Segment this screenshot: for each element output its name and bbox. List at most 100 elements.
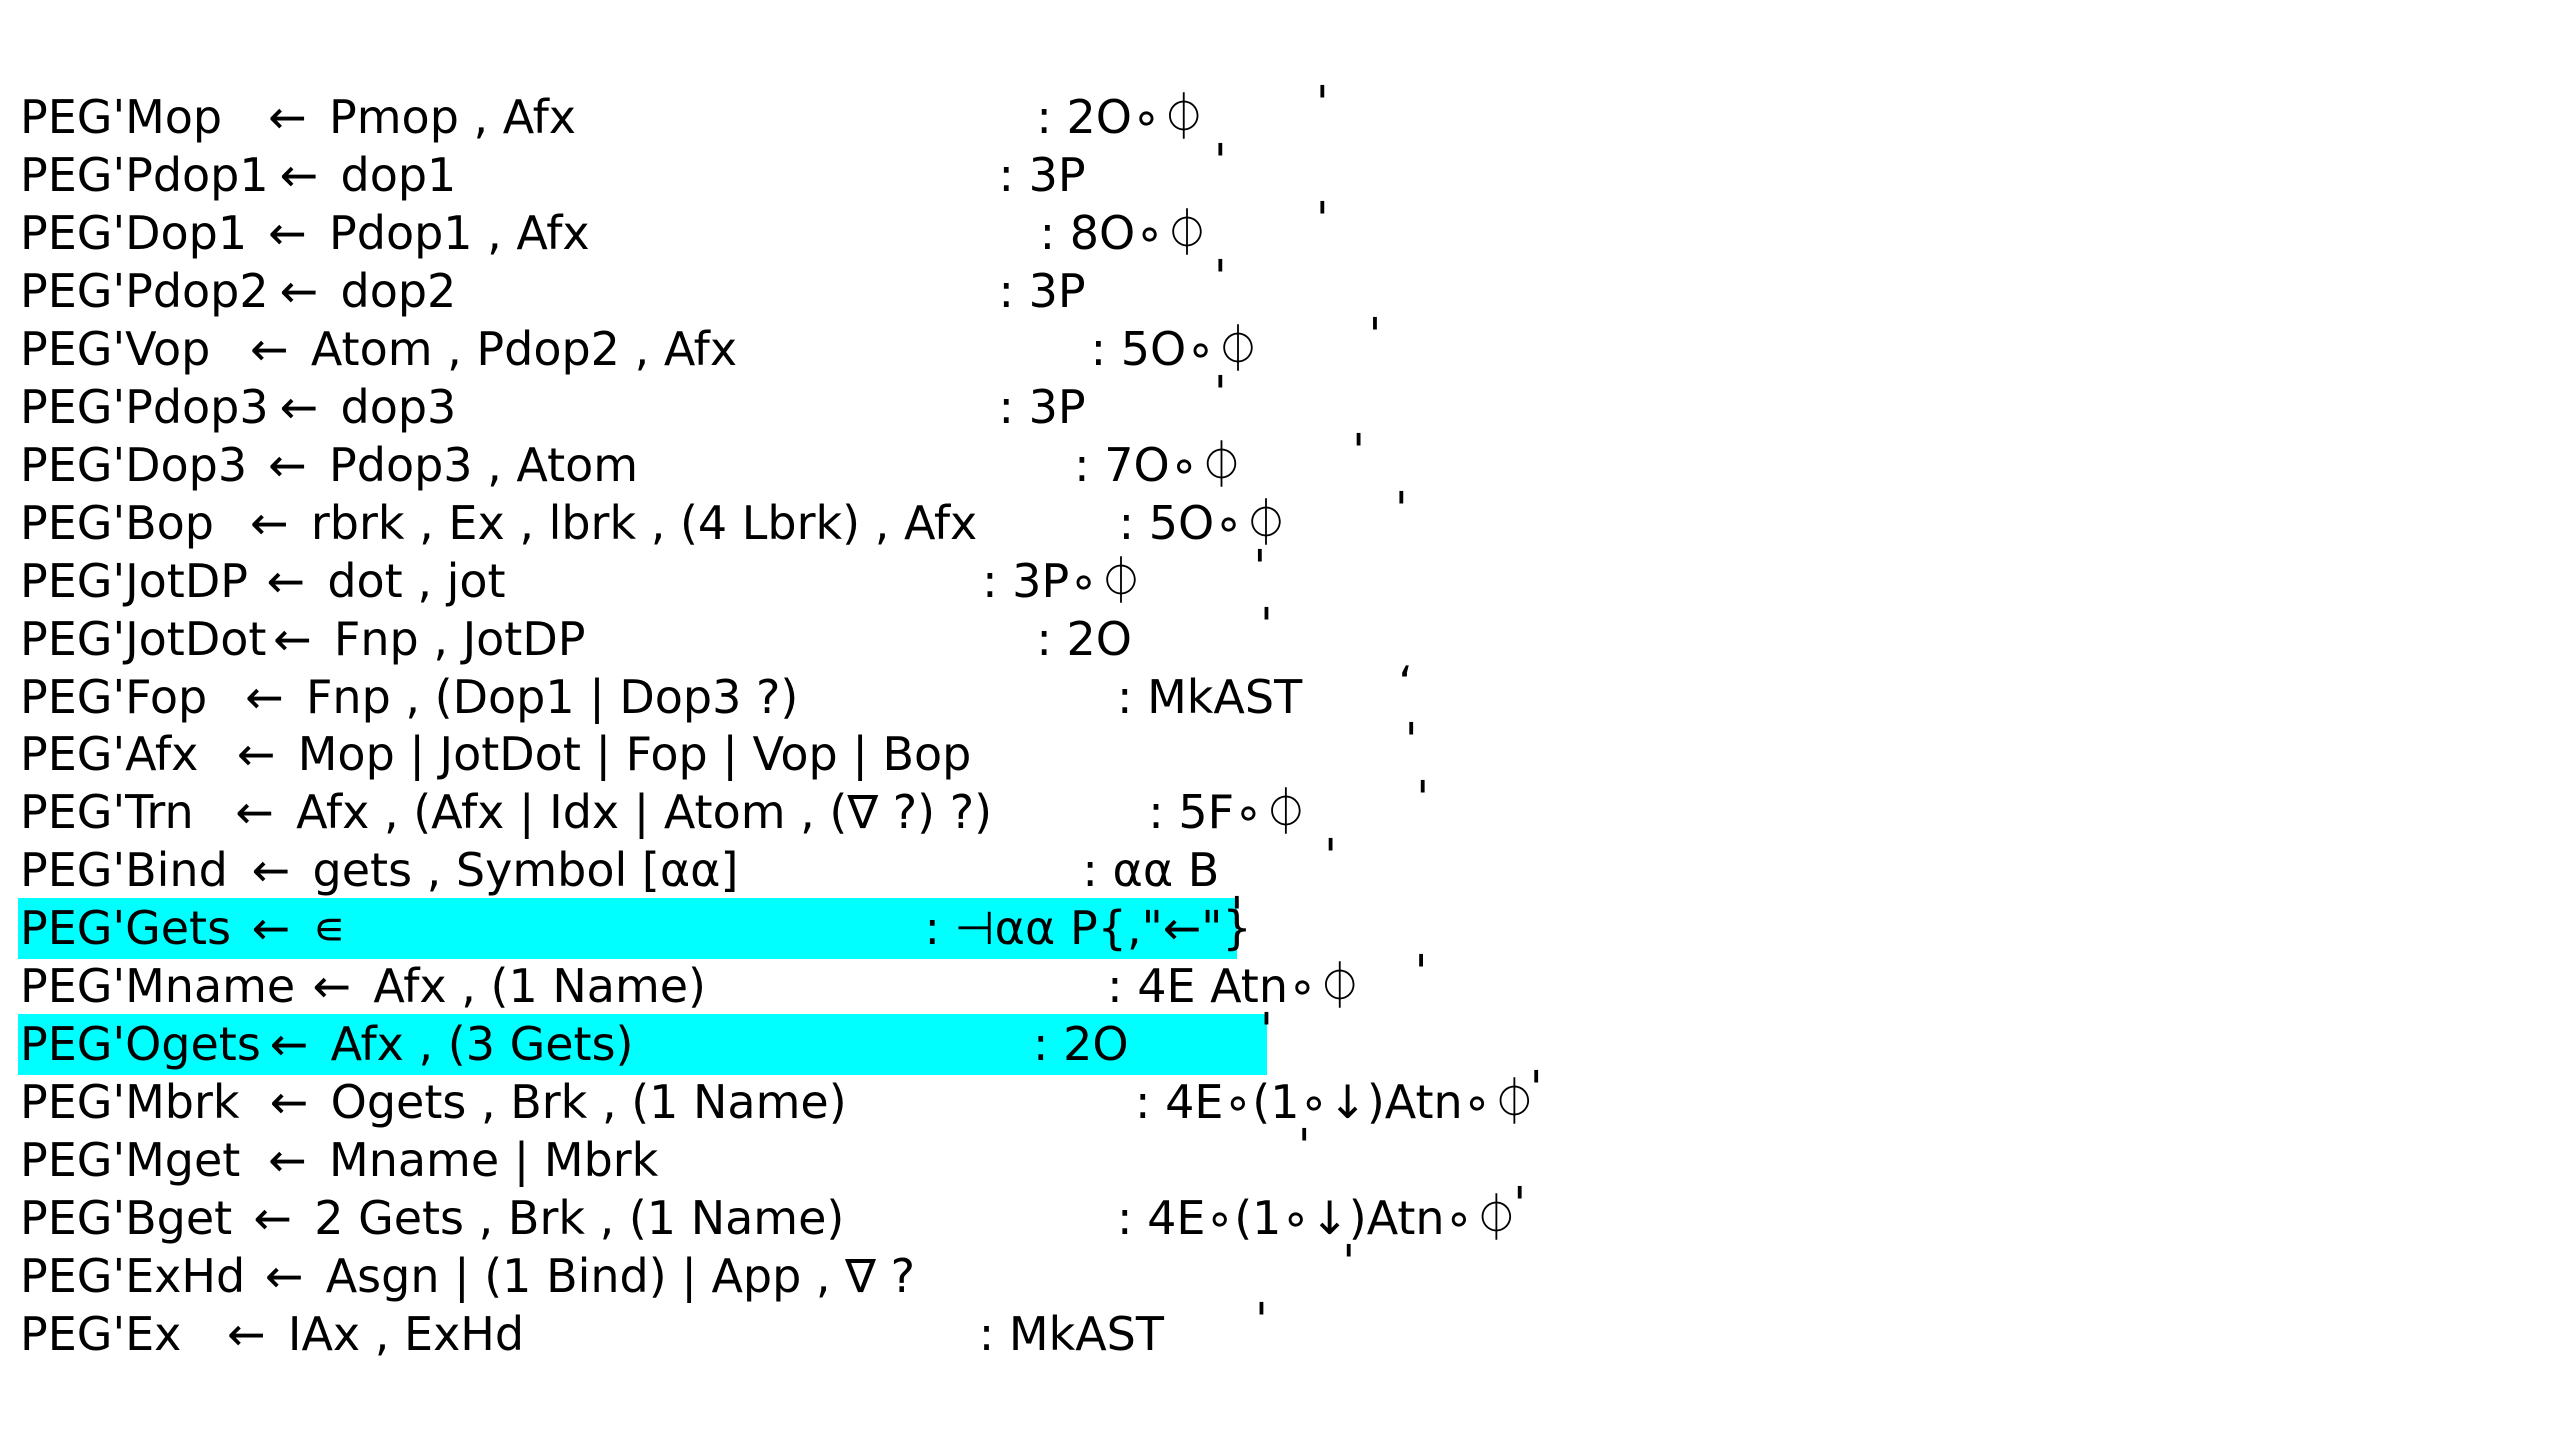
rule-expression: dop1 — [340, 148, 457, 203]
rule-tick: ' — [1324, 829, 1337, 884]
rule-tick: ' — [1368, 307, 1382, 362]
rule-name: PEG'JotDP — [20, 553, 249, 608]
rule-action: : MkAST — [978, 1306, 1164, 1361]
rule-action: : 7O∘⏀ — [1074, 437, 1245, 492]
rule-expression: 2 Gets , Brk , (1 Name) — [314, 1190, 845, 1245]
rule-action: : 3P — [998, 379, 1086, 434]
rule-action: : 8O∘⏀ — [1039, 206, 1211, 261]
rule-tick: ' — [1352, 423, 1365, 478]
rule-tick: ' — [1214, 249, 1227, 304]
rule-arrow: ← — [269, 1017, 309, 1072]
rule-tick: ' — [1416, 771, 1429, 826]
rule-expression: Afx , (1 Name) — [373, 959, 707, 1014]
rule-arrow: ← — [250, 321, 289, 376]
rule-expression: Fnp , (Dop1 | Dop3 ?) — [305, 669, 799, 724]
rule-tick: ' — [1404, 713, 1418, 768]
rule-tick: ' — [1230, 887, 1244, 942]
rule-tick: ' — [1253, 539, 1267, 594]
rule-action: : 4E Atn∘⏀ — [1107, 959, 1363, 1014]
grammar-line: PEG'Mname ← Afx , (1 Name) : 4E Atn∘⏀ ' — [18, 945, 1431, 1017]
rule-arrow: ← — [273, 611, 312, 666]
grammar-line: PEG'Dop1 ← Pdop1 , Afx : 8O∘⏀ ' — [18, 192, 1332, 264]
rule-name: PEG'Mbrk — [20, 1075, 240, 1130]
rule-name: PEG'Trn — [20, 785, 194, 840]
rule-arrow: ← — [251, 843, 291, 898]
grammar-line: PEG'Trn←Afx , (Afx | Idx | Atom , (∇ ?) … — [18, 771, 1433, 843]
rule-tick: ' — [1214, 134, 1227, 189]
rule-expression: ∊ — [312, 901, 346, 956]
rule-action: : 3P∘⏀ — [982, 553, 1144, 608]
grammar-line: PEG'Pdop2←dop2: 3P' — [18, 250, 1230, 322]
rule-name: PEG'Mget — [20, 1133, 241, 1188]
grammar-line: PEG'JotDP ← dot , jot : 3P∘⏀ ' — [18, 540, 1270, 612]
rule-action: : 4E∘(1∘↓)Atn∘⏀ — [1135, 1075, 1538, 1130]
rule-tick: ' — [1342, 1234, 1355, 1289]
rule-arrow: ← — [245, 669, 284, 724]
rule-name: PEG'Pdop2 — [20, 263, 269, 318]
rule-tick: ' — [1316, 76, 1329, 131]
grammar-line: PEG'Mget ← Mname | Mbrk ' — [18, 1119, 1314, 1191]
rule-name: PEG'ExHd — [20, 1248, 246, 1303]
grammar-line: PEG'ExHd←Asgn | (1 Bind) | App , ∇ ?' — [18, 1235, 1359, 1307]
rule-name: PEG'Bget — [20, 1190, 233, 1245]
rule-arrow: ← — [266, 553, 306, 608]
grammar-line: PEG'Fop←Fnp , (Dop1 | Dop3 ?): MkAST‘ — [18, 656, 1415, 728]
rule-name: PEG'Dop3 — [20, 437, 248, 492]
rule-expression: Afx , (Afx | Idx | Atom , (∇ ?) ?) — [296, 785, 993, 840]
grammar-line: PEG'Ogets←Afx , (3 Gets): 2O' — [18, 1003, 1273, 1076]
rule-arrow: ← — [251, 901, 291, 956]
rule-tick: ' — [1297, 1119, 1311, 1174]
grammar-line: PEG'Vop ← Atom , Pdop2 , Afx : 5O∘⏀ ' — [18, 308, 1385, 380]
rule-action: : 2O — [1033, 1017, 1129, 1072]
rule-arrow: ← — [264, 1248, 304, 1303]
rule-action: : 5O∘⏀ — [1090, 321, 1262, 376]
rule-name: PEG'Dop1 — [20, 206, 248, 261]
rule-action: : 3P — [998, 148, 1086, 203]
rule-name: PEG'Mop — [20, 90, 223, 145]
rule-expression: dot , jot — [327, 553, 506, 608]
rule-expression: dop3 — [340, 379, 457, 434]
rule-arrow: ← — [268, 437, 307, 492]
rule-arrow: ← — [269, 1075, 309, 1130]
grammar-line: PEG'Bop←rbrk , Ex , lbrk , (4 Lbrk) , Af… — [18, 482, 1411, 554]
rule-expression: Atom , Pdop2 , Afx — [310, 321, 738, 376]
rule-arrow: ← — [253, 1190, 292, 1245]
rule-action: : 5F∘⏀ — [1148, 785, 1309, 840]
rule-expression: Pdop1 , Afx — [329, 206, 590, 261]
rule-tick: ' — [1414, 945, 1428, 1000]
rule-action: : ⊣αα P{,"←"} — [924, 901, 1252, 956]
rule-tick: ' — [1260, 1003, 1273, 1058]
rule-name: PEG'Fop — [20, 669, 208, 724]
rule-expression: Fnp , JotDP — [333, 611, 586, 666]
rule-name: PEG'Ex — [20, 1306, 182, 1361]
rule-action: : 5O∘⏀ — [1118, 495, 1289, 550]
rule-expression: IAx , ExHd — [287, 1306, 525, 1361]
rule-arrow: ← — [227, 1306, 266, 1361]
rule-expression: Pdop3 , Atom — [329, 437, 639, 492]
rule-expression: Pmop , Afx — [329, 90, 577, 145]
rule-tick: ' — [1513, 1176, 1527, 1231]
rule-expression: rbrk , Ex , lbrk , (4 Lbrk) , Afx — [310, 495, 978, 550]
rule-action: : 4E∘(1∘↓)Atn∘⏀ — [1116, 1190, 1520, 1245]
rule-name: PEG'Vop — [20, 321, 211, 376]
rule-arrow: ← — [312, 959, 352, 1014]
rule-action: : 3P — [998, 263, 1086, 318]
rule-tick: ' — [1316, 192, 1329, 247]
rule-arrow: ← — [268, 1133, 307, 1188]
grammar-line: PEG'Bget ← 2 Gets , Brk , (1 Name) : 4E∘(1∘… — [18, 1177, 1530, 1249]
rule-name: PEG'Bind — [20, 843, 228, 898]
rule-arrow: ← — [268, 206, 307, 261]
rule-name: PEG'Mname — [20, 959, 296, 1014]
grammar-line: PEG'Mbrk ← Ogets , Brk , (1 Name) : 4E∘(1∘↓… — [18, 1061, 1546, 1133]
rule-action: : 2O∘⏀ — [1036, 90, 1207, 145]
rule-expression: Ogets , Brk , (1 Name) — [330, 1075, 847, 1130]
rule-expression: Mop | JotDot | Fop | Vop | Bop — [297, 727, 972, 782]
rule-action: : 2O — [1036, 611, 1132, 666]
rule-expression: Mname | Mbrk — [329, 1133, 659, 1188]
grammar-line: PEG'JotDot←Fnp , JotDP: 2O' — [18, 598, 1277, 670]
grammar-line: PEG'Dop3 ← Pdop3 , Atom : 7O∘⏀ ' — [18, 424, 1369, 496]
rule-expression: dop2 — [340, 263, 457, 318]
grammar-line: PEG'Pdop1←dop1: 3P' — [18, 134, 1230, 206]
rule-name: PEG'Gets — [20, 901, 232, 956]
